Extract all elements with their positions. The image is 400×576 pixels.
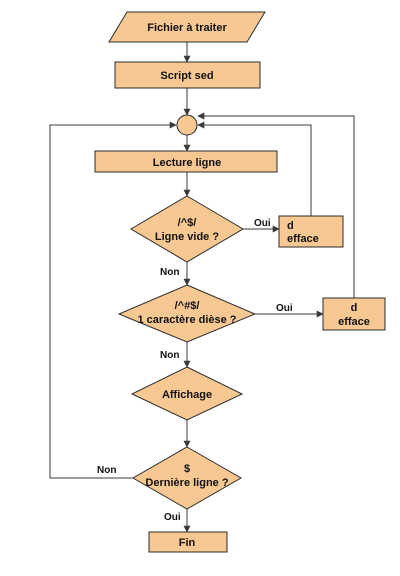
- hash-decision: /^#$/ 1 caractère dièse ?: [117, 284, 257, 343]
- edge-delete1-loop-back: [197, 121, 312, 216]
- edge-label-hash-no: Non: [160, 350, 179, 361]
- edge-label-last-no: Non: [97, 465, 116, 476]
- delete2-node: d efface: [322, 297, 386, 331]
- read-line-node: Lecture ligne: [94, 150, 278, 173]
- read-line-label: Lecture ligne: [153, 157, 221, 169]
- edge-label-empty-no: Non: [160, 267, 179, 278]
- last-test-line1: $: [184, 463, 190, 475]
- last-line-decision: $ Dernière ligne ?: [131, 446, 243, 510]
- empty-test-line2: Ligne vide ?: [155, 231, 219, 243]
- edges: [49, 42, 355, 533]
- delete1-line2: efface: [287, 233, 319, 245]
- hash-test-line2: 1 caractère dièse ?: [137, 314, 236, 326]
- delete1-line1: d: [287, 220, 294, 232]
- input-file-node: Fichier à traiter: [108, 11, 266, 43]
- last-test-line2: Dernière ligne ?: [145, 477, 228, 489]
- edge-label-empty-yes: Oui: [254, 218, 271, 229]
- display-label: Affichage: [162, 389, 212, 401]
- input-file-label: Fichier à traiter: [147, 22, 227, 34]
- edge-label-hash-yes: Oui: [276, 303, 293, 314]
- edge-last-no-loop-back: [49, 121, 177, 479]
- end-node: Fin: [148, 531, 228, 553]
- delete1-node: d efface: [278, 215, 344, 248]
- loop-junction: [176, 114, 198, 136]
- delete2-line2: efface: [338, 316, 370, 328]
- delete2-line1: d: [351, 302, 358, 314]
- edge-delete2-loop-back: [197, 112, 355, 298]
- script-label: Script sed: [160, 70, 213, 82]
- hash-test-line1: /^#$/: [175, 300, 200, 312]
- display-decision: Affichage: [130, 366, 244, 421]
- edge-label-last-yes: Oui: [164, 512, 181, 523]
- empty-line-decision: /^$/ Ligne vide ?: [130, 195, 244, 263]
- empty-test-line1: /^$/: [178, 217, 197, 229]
- end-label: Fin: [179, 537, 196, 549]
- script-node: Script sed: [114, 61, 261, 89]
